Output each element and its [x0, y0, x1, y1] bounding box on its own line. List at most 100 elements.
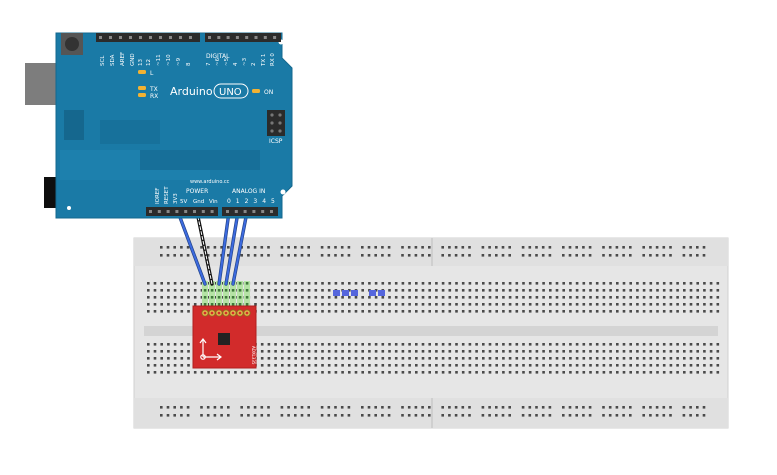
breadboard-hole	[321, 289, 324, 292]
breadboard-hole	[267, 371, 271, 374]
breadboard-hole	[669, 343, 673, 346]
breadboard-rail-hole	[213, 406, 217, 409]
breadboard-hole	[428, 282, 431, 285]
breadboard-hole	[575, 303, 579, 306]
breadboard-hole	[515, 364, 519, 367]
header-hole	[149, 210, 152, 213]
breadboard-rail-hole	[327, 414, 331, 417]
breadboard-hole	[461, 343, 465, 346]
breadboard-hole	[468, 296, 472, 299]
breadboard-rail-hole	[615, 406, 619, 409]
breadboard-hole	[428, 357, 431, 360]
breadboard-hole	[549, 296, 552, 299]
digital-pin-label: RX 0	[270, 53, 276, 66]
breadboard-hole	[281, 357, 284, 360]
breadboard-hole	[703, 310, 706, 313]
header-hole	[226, 210, 229, 213]
breadboard-rail-hole	[495, 246, 498, 249]
breadboard-hole	[200, 303, 204, 306]
breadboard-hole	[341, 303, 344, 306]
header-hole	[234, 210, 238, 213]
led-tx-label: TX	[149, 86, 158, 93]
breadboard-rail-hole	[541, 254, 545, 257]
breadboard-rail-hole	[461, 406, 465, 409]
breadboard-hole	[555, 350, 559, 353]
breadboard-hole	[716, 282, 720, 285]
breadboard-rail-hole	[401, 254, 404, 257]
breadboard-hole	[602, 350, 606, 353]
breadboard-hole	[582, 350, 586, 353]
breadboard-hole	[709, 310, 713, 313]
breadboard-hole	[555, 289, 559, 292]
breadboard-hole	[582, 296, 586, 299]
breadboard-hole	[569, 282, 572, 285]
breadboard-hole	[361, 371, 364, 374]
breadboard-hole	[488, 296, 492, 299]
breadboard-hole	[193, 303, 197, 306]
breadboard-hole	[287, 289, 291, 292]
breadboard-rail-hole	[381, 414, 384, 417]
breadboard-hole	[388, 296, 391, 299]
breadboard-hole	[160, 343, 163, 346]
breadboard-rail-hole	[186, 246, 190, 249]
breadboard-hole	[709, 350, 713, 353]
breadboard-rail-hole	[166, 246, 170, 249]
breadboard-hole	[354, 357, 358, 360]
breadboard-hole	[602, 296, 606, 299]
breadboard-hole	[327, 282, 331, 285]
breadboard-hole	[535, 303, 539, 306]
breadboard-rail-hole	[428, 246, 431, 249]
breadboard-hole	[676, 303, 679, 306]
breadboard-rail-hole	[200, 406, 203, 409]
breadboard-rail-hole	[280, 406, 284, 409]
breadboard-hole	[575, 310, 579, 313]
breadboard-rail-hole	[200, 254, 203, 257]
breadboard-hole	[555, 303, 559, 306]
breadboard-hole	[368, 310, 371, 313]
breadboard-hole	[267, 296, 271, 299]
arduino-brand: Arduino	[170, 85, 213, 98]
breadboard-hole	[595, 357, 599, 360]
breadboard-hole	[689, 303, 693, 306]
breadboard-rail-hole	[294, 406, 297, 409]
breadboard-hole	[388, 350, 391, 353]
breadboard-rail-hole	[642, 254, 645, 257]
breadboard-hole	[153, 282, 157, 285]
breadboard-rail-hole	[294, 254, 297, 257]
breadboard-hole	[374, 289, 378, 292]
breadboard-hole	[616, 296, 619, 299]
breadboard-rail-hole	[488, 246, 491, 249]
breadboard-hole	[683, 357, 686, 360]
breadboard-rail-hole	[347, 414, 351, 417]
breadboard-hole	[408, 310, 411, 313]
breadboard-rail-hole	[173, 414, 176, 417]
breadboard-rail-hole	[548, 246, 552, 249]
breadboard-hole	[388, 343, 391, 346]
breadboard-hole	[254, 371, 257, 374]
breadboard-hole	[173, 289, 177, 292]
breadboard-hole	[408, 343, 411, 346]
breadboard-hole	[441, 350, 445, 353]
breadboard-rail-hole	[541, 406, 545, 409]
breadboard-hole	[428, 289, 431, 292]
breadboard-hole	[461, 282, 465, 285]
breadboard-rail-hole	[521, 246, 525, 249]
breadboard-hole	[428, 364, 431, 367]
power-pin-label: RESET	[164, 186, 170, 204]
breadboard-hole	[569, 364, 572, 367]
breadboard-rail-hole	[206, 254, 210, 257]
breadboard-hole	[327, 289, 331, 292]
breadboard-rail-hole	[340, 246, 344, 249]
breadboard-hole	[488, 303, 492, 306]
breadboard-hole	[147, 364, 150, 367]
axis-arrows-icon	[199, 338, 222, 361]
breadboard-hole	[193, 282, 197, 285]
digital-label: DIGITAL	[206, 53, 230, 60]
breadboard-hole	[381, 282, 385, 285]
breadboard-rail-hole	[347, 246, 351, 249]
breadboard-hole	[381, 296, 385, 299]
breadboard-hole	[173, 282, 177, 285]
breadboard-hole	[294, 343, 297, 346]
breadboard-hole	[482, 364, 485, 367]
